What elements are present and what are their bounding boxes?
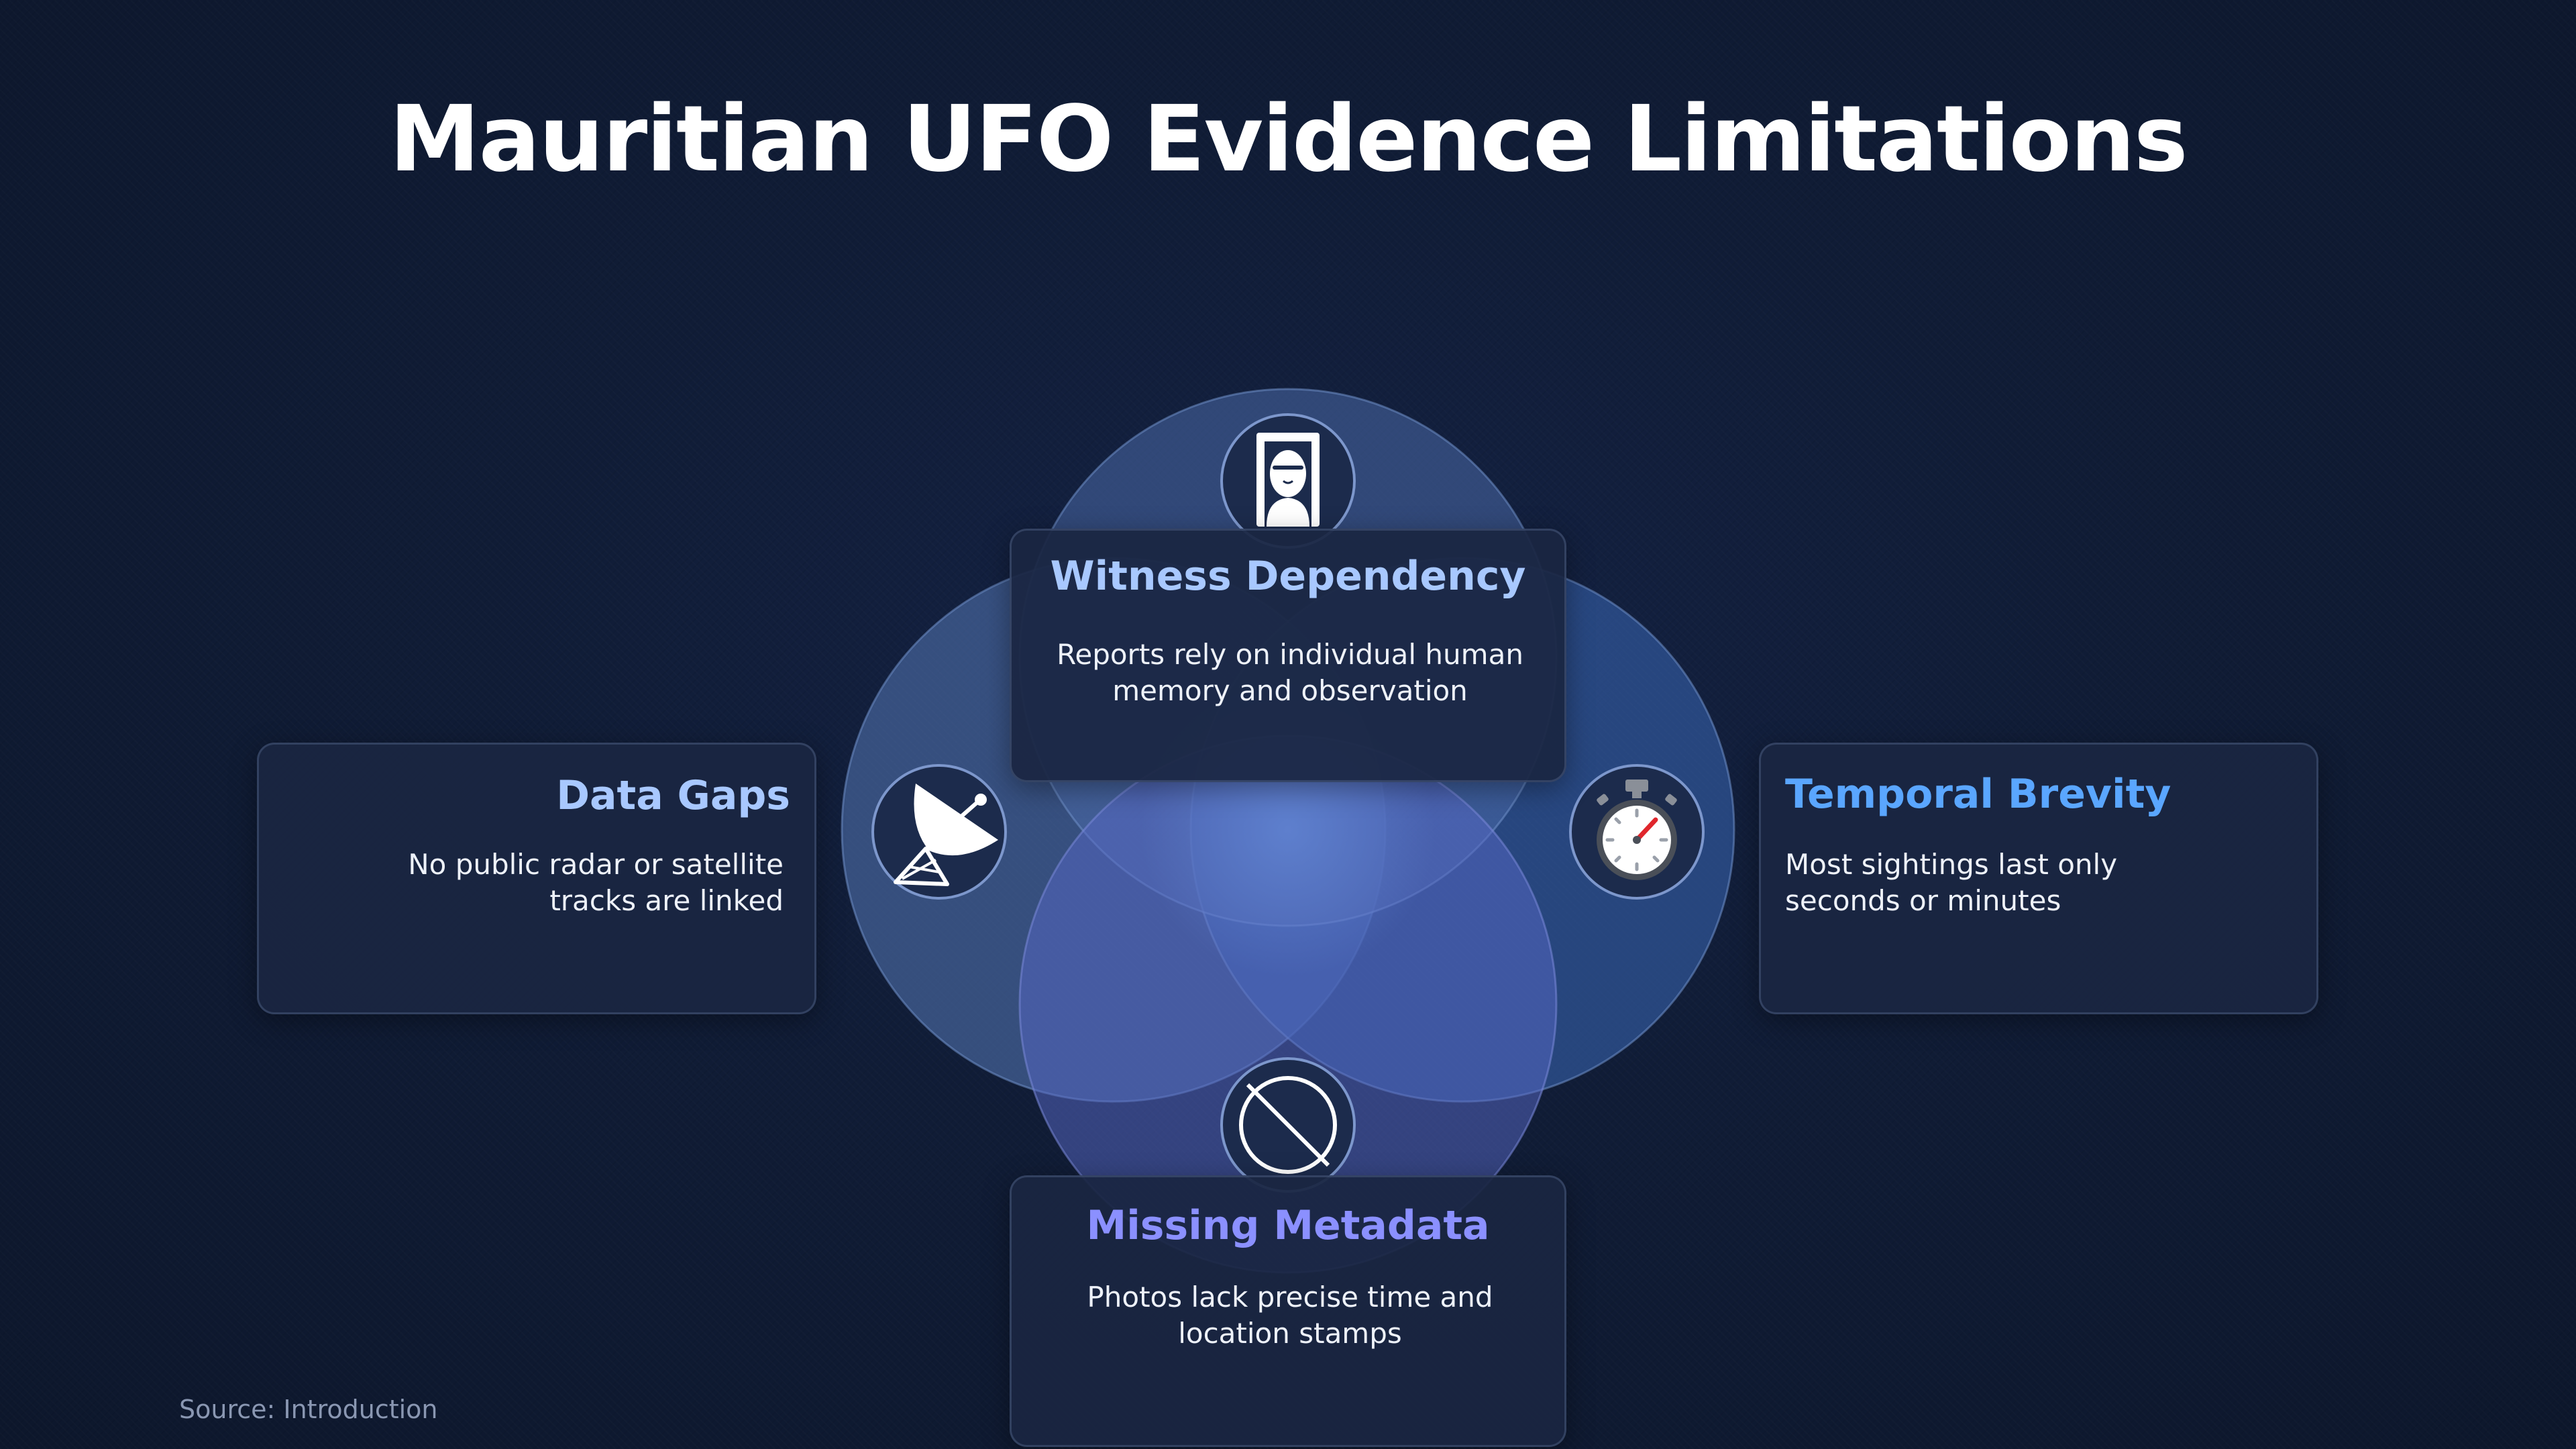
card-title: Missing Metadata (1086, 1202, 1490, 1249)
card-description: No public radar or satellite tracks are … (408, 848, 784, 917)
prohibited-icon (1220, 1057, 1356, 1193)
card-data-gaps: Data Gaps No public radar or satellite t… (257, 743, 816, 1014)
card-description: Reports rely on individual human memory … (1057, 638, 1523, 707)
satellite-dish-icon (871, 764, 1007, 900)
card-title: Data Gaps (556, 772, 790, 819)
stopwatch-icon (1569, 764, 1705, 900)
card-witness-dependency: Witness Dependency Reports rely on indiv… (1010, 529, 1566, 782)
source-note: Source: Introduction (179, 1395, 438, 1424)
card-title: Temporal Brevity (1785, 771, 2171, 818)
witness-portrait-icon (1220, 413, 1356, 549)
card-description: Most sightings last only seconds or minu… (1785, 848, 2118, 917)
card-missing-metadata: Missing Metadata Photos lack precise tim… (1010, 1175, 1566, 1447)
card-temporal-brevity: Temporal Brevity Most sightings last onl… (1759, 743, 2318, 1014)
card-description: Photos lack precise time and location st… (1087, 1281, 1493, 1350)
card-title: Witness Dependency (1050, 553, 1526, 600)
page-title: Mauritian UFO Evidence Limitations (389, 87, 2188, 193)
